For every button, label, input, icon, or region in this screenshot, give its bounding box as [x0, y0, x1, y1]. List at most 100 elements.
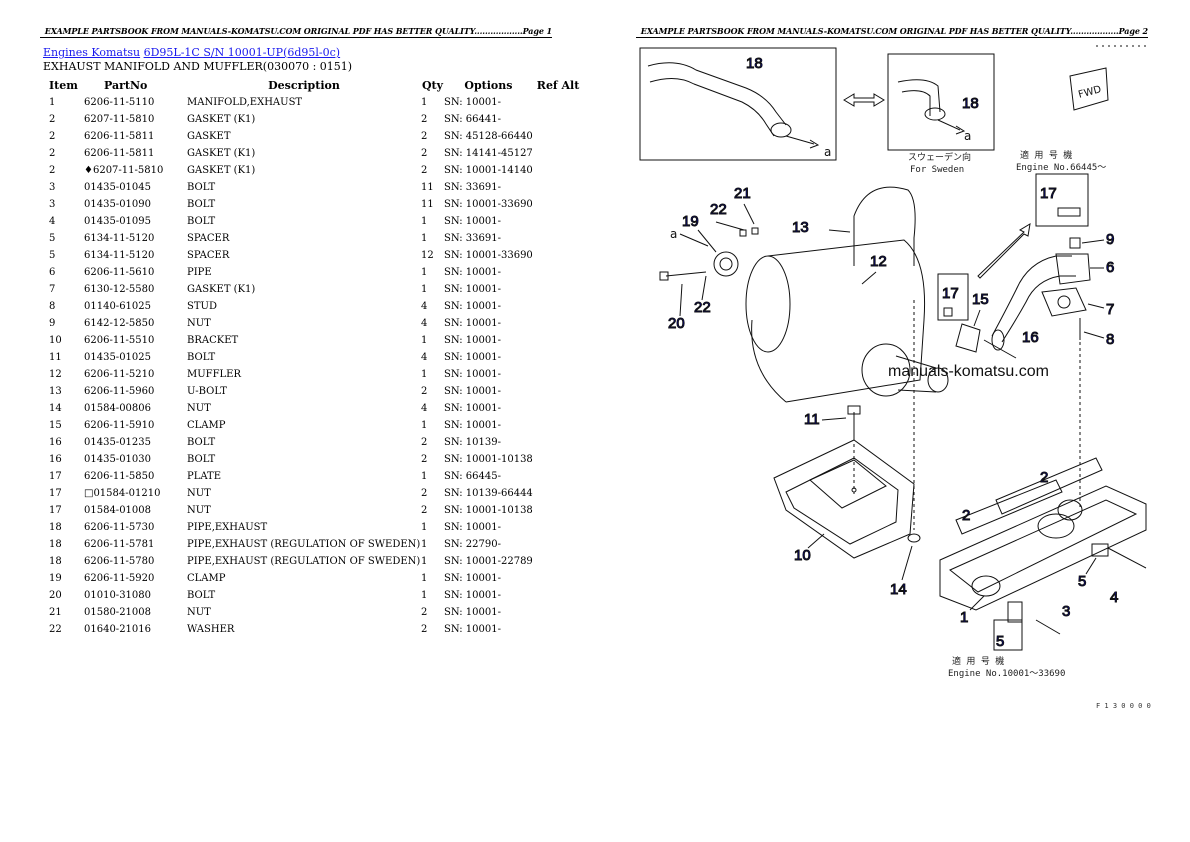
cell-options: SN: 14141-45127 — [444, 148, 533, 159]
figure-code: F 1 3 0 0 0 0 — [1096, 702, 1151, 710]
inset-box-pipe — [639, 47, 837, 161]
col-header-description: Description — [268, 79, 340, 92]
callout-18-a: 18 — [746, 55, 763, 72]
cell-ref-alt — [533, 587, 582, 604]
cell-description: GASKET — [187, 131, 231, 142]
parts-diagram: 18 a 18 a スウェーデン向 For Sweden FWD 適 用 号 機… — [639, 45, 1151, 710]
cell-ref-alt — [533, 468, 582, 485]
cell-qty: 1 — [421, 97, 428, 108]
cell-qty: 2 — [421, 148, 428, 159]
cell-description: PIPE,EXHAUST — [187, 522, 268, 533]
exhaust-pipe-illustration — [647, 62, 820, 149]
cell-ref-alt — [533, 451, 582, 468]
col-header-options: Options — [464, 79, 513, 92]
cell-ref-alt — [533, 604, 582, 621]
callout-19: 19 — [682, 213, 699, 230]
cell-partno: 6206-11-5780 — [84, 556, 155, 567]
table-header-row: Item PartNo Description Qty Options Ref … — [43, 77, 582, 94]
u-bolt-illustration — [853, 186, 916, 266]
cell-partno: 01584-00806 — [84, 403, 152, 414]
cell-partno: 6206-11-5510 — [84, 335, 155, 346]
cell-qty: 11 — [421, 199, 434, 210]
cell-ref-alt — [533, 162, 582, 179]
breadcrumb-link-engines[interactable]: Engines Komatsu — [43, 46, 141, 59]
cell-qty: 4 — [421, 318, 428, 329]
fwd-symbol-icon: FWD — [1069, 67, 1109, 111]
cell-item: 18 — [49, 539, 62, 550]
cell-options: SN: 10001- — [444, 284, 501, 295]
clamp-15-illustration — [955, 323, 981, 353]
cell-options: SN: 10001- — [444, 318, 501, 329]
cell-partno: 6207-11-5810 — [84, 114, 155, 125]
cell-item: 5 — [49, 233, 56, 244]
cell-partno: 6206-11-5960 — [84, 386, 155, 397]
page-header-left: EXAMPLE PARTSBOOK FROM MANUALS-KOMATSU.C… — [44, 26, 552, 36]
cell-description: BRACKET — [187, 335, 239, 346]
cell-ref-alt — [533, 366, 582, 383]
cell-item: 3 — [49, 182, 56, 193]
cell-ref-alt — [533, 400, 582, 417]
cell-options: SN: 10001- — [444, 522, 501, 533]
cell-description: PIPE,EXHAUST (REGULATION OF SWEDEN) — [187, 539, 421, 550]
cell-partno: 01435-01095 — [84, 216, 152, 227]
bolt-20-illustration — [665, 271, 707, 277]
cell-description: PLATE — [187, 471, 222, 482]
cell-qty: 12 — [421, 250, 434, 261]
cell-description: BOLT — [187, 352, 216, 363]
cell-ref-alt — [533, 434, 582, 451]
cell-options: SN: 10001- — [444, 573, 501, 584]
cell-options: SN: 10001-10138 — [444, 454, 533, 465]
cell-options: SN: 10001-14140 — [444, 165, 533, 176]
col-header-item: Item — [49, 79, 78, 92]
inset-box-sweden — [887, 53, 995, 151]
cell-options: SN: 10001- — [444, 352, 501, 363]
cell-qty: 1 — [421, 233, 428, 244]
cell-item: 21 — [49, 607, 62, 618]
cell-partno: 01580-21008 — [84, 607, 152, 618]
cell-description: MANIFOLD,EXHAUST — [187, 97, 303, 108]
parts-table: Item PartNo Description Qty Options Ref … — [43, 77, 582, 638]
callout-21: 21 — [734, 185, 751, 202]
cell-item: 20 — [49, 590, 62, 601]
cell-options: SN: 10001-33690 — [444, 199, 533, 210]
breadcrumb-link-model[interactable]: 6D95L-1C S/N 10001-UP(6d95l-0c) — [143, 46, 341, 59]
cell-ref-alt — [533, 485, 582, 502]
cell-ref-alt — [533, 621, 582, 638]
cell-qty: 2 — [421, 114, 428, 125]
cell-item: 17 — [49, 505, 62, 516]
cell-partno: 6206-11-5610 — [84, 267, 155, 278]
cell-ref-alt — [533, 519, 582, 536]
cell-options: SN: 10001- — [444, 403, 501, 414]
callout-a-3: a — [670, 227, 677, 241]
callout-15: 15 — [972, 291, 989, 308]
bracket-10-illustration — [773, 439, 915, 559]
cell-item: 2 — [49, 148, 56, 159]
callout-18-b: 18 — [962, 95, 979, 112]
cell-qty: 11 — [421, 182, 434, 193]
cell-ref-alt — [533, 502, 582, 519]
cell-qty: 2 — [421, 624, 428, 635]
callout-a-2: a — [964, 129, 971, 143]
cell-ref-alt — [533, 196, 582, 213]
cell-options: SN: 10001-10138 — [444, 505, 533, 516]
cell-partno: 6130-12-5580 — [84, 284, 155, 295]
callout-13: 13 — [792, 219, 809, 236]
gasket-7-illustration — [1041, 287, 1087, 317]
cell-partno: 6206-11-5811 — [84, 131, 155, 142]
cell-qty: 2 — [421, 607, 428, 618]
cell-qty: 1 — [421, 573, 428, 584]
cell-qty: 1 — [421, 539, 428, 550]
plate-illustration — [1057, 207, 1081, 217]
cell-item: 2 — [49, 131, 56, 142]
cell-qty: 4 — [421, 403, 428, 414]
cell-description: GASKET (K1) — [187, 114, 256, 125]
callout-6: 6 — [1106, 259, 1114, 276]
